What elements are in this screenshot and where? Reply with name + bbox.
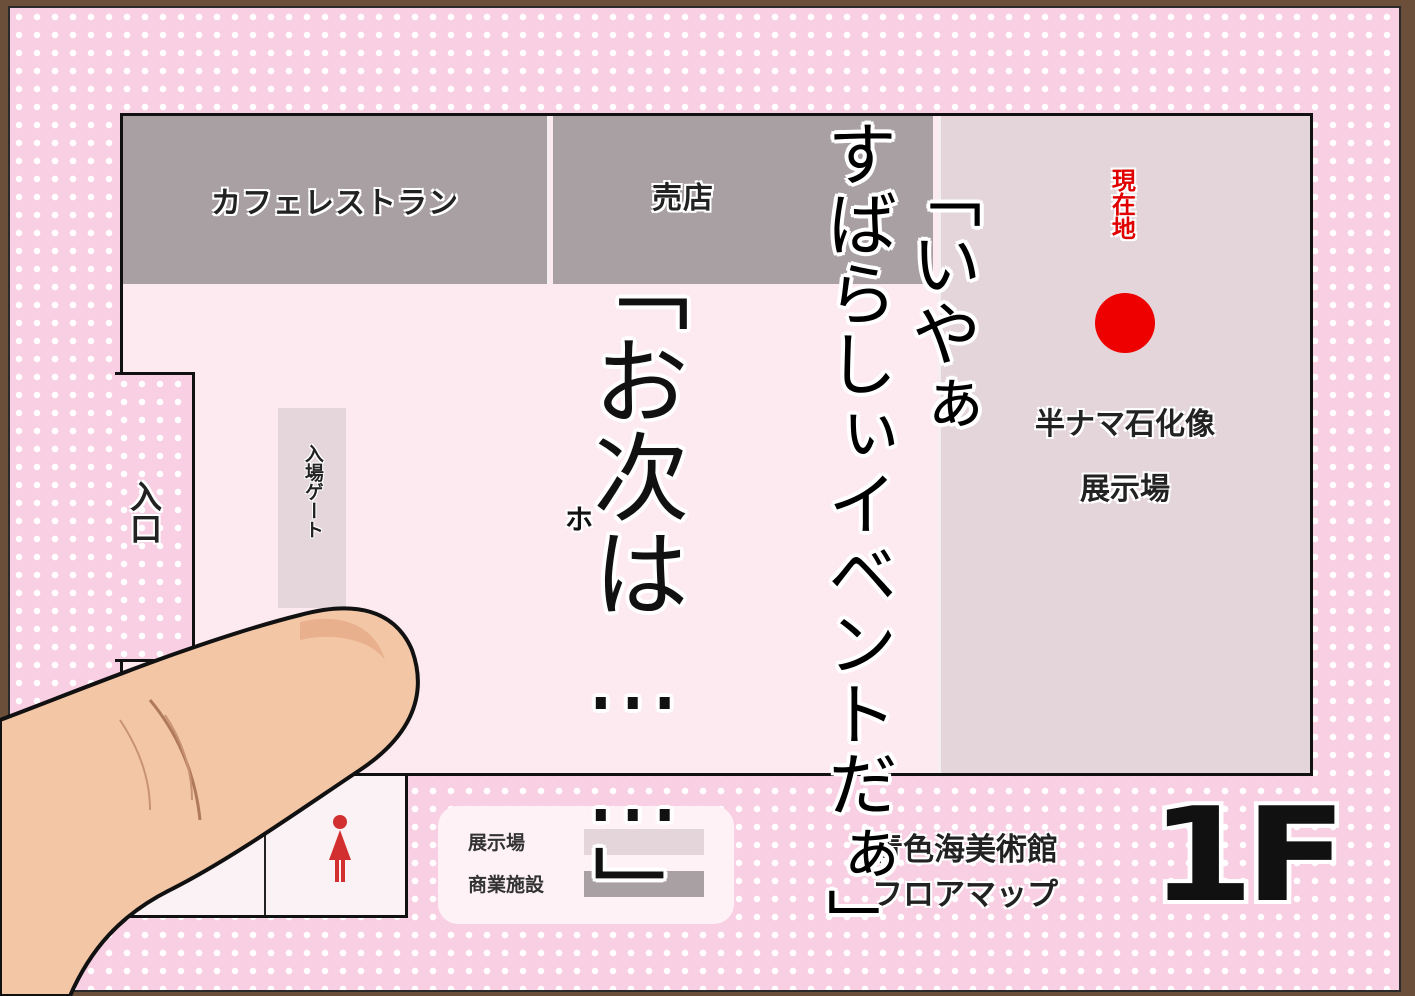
room-shop: 売店 xyxy=(553,116,933,284)
legend-label-commercial: 商業施設 xyxy=(468,874,545,896)
map-legend: 展示場 商業施設 xyxy=(438,806,734,924)
legend-row-exhibit: 展示場 xyxy=(468,828,704,855)
restroom-divider xyxy=(264,776,266,915)
current-location-label: 現在地 xyxy=(1107,168,1136,240)
speech-col2: 「いやぁ xyxy=(900,158,982,438)
museum-title: 青色海美術館 フロアマップ xyxy=(872,828,1058,918)
restroom-area xyxy=(118,773,408,918)
legend-row-commercial: 商業施設 xyxy=(468,870,704,897)
room-shop-label: 売店 xyxy=(652,181,714,216)
entrance-label: 入口 xyxy=(125,480,163,544)
exhibit-hall-line2: 展示場 xyxy=(1080,471,1170,507)
museum-subtitle: フロアマップ xyxy=(872,876,1058,913)
legend-label-exhibit: 展示場 xyxy=(468,832,526,854)
room-exhibit xyxy=(938,116,1310,773)
sound-effect: ホ xyxy=(565,503,594,536)
room-cafe-label: カフェレストラン xyxy=(211,186,459,221)
current-location-dot xyxy=(1095,293,1155,353)
entrance-gate: 入場ゲート xyxy=(278,408,346,608)
speech-big: 「お次は……」 xyxy=(576,236,689,940)
legend-swatch-exhibit xyxy=(584,828,704,855)
exhibit-hall-label: 半ナマ石化像 展示場 xyxy=(1000,393,1250,522)
floor-number: 1F xyxy=(1150,779,1347,931)
museum-name: 青色海美術館 xyxy=(872,832,1058,868)
entrance-gate-label: 入場ゲート xyxy=(301,444,324,539)
women-restroom-icon xyxy=(329,815,351,882)
speech-col1: すばらしぃイベントだぁ」 xyxy=(816,118,898,958)
comic-panel: カフェレストラン 売店 入口 入場ゲート 現在地 半ナマ石化像 展示場 展示場 … xyxy=(8,6,1401,992)
room-cafe: カフェレストラン xyxy=(123,116,550,284)
exhibit-hall-line1: 半ナマ石化像 xyxy=(1035,407,1215,442)
legend-swatch-commercial xyxy=(584,870,704,897)
